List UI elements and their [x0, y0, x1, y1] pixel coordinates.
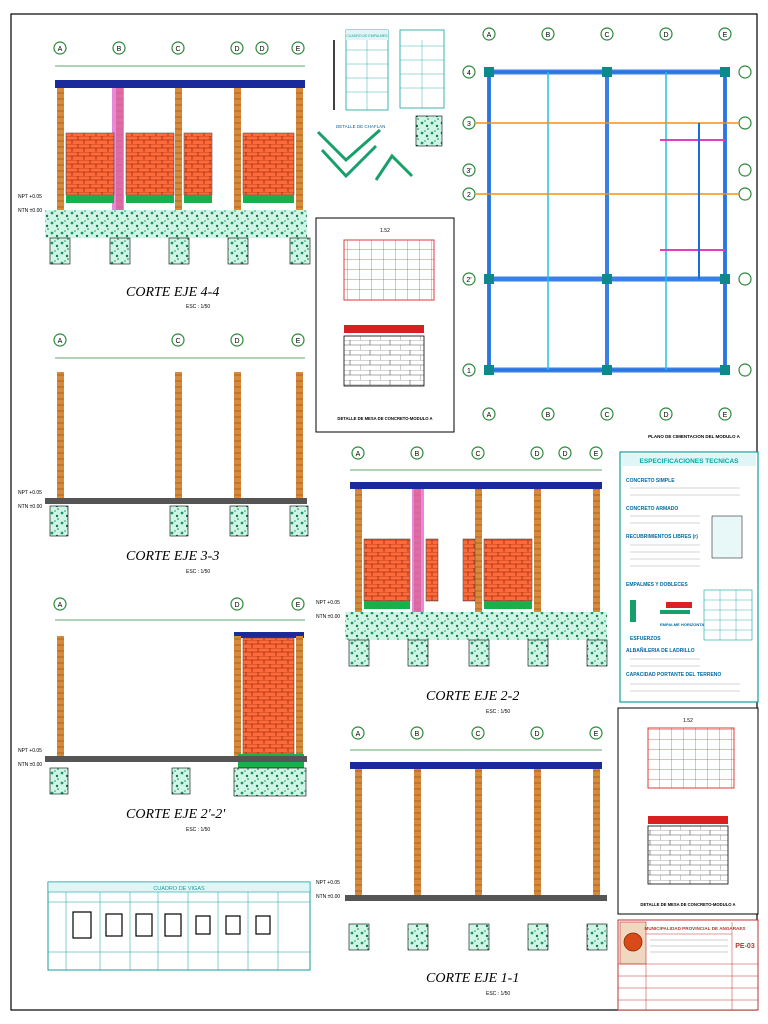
axis-label: D — [663, 412, 668, 419]
axis-label: D — [234, 602, 239, 609]
spec-heading: ALBAÑILERIA DE LADRILLO — [626, 647, 695, 654]
section-title: CORTE EJE 3-3 — [126, 549, 219, 564]
axis-label: D — [663, 32, 668, 39]
axis-label: A — [356, 451, 361, 458]
specs-title: ESPECIFICACIONES TECNICAS — [640, 458, 740, 465]
table-dim: 1.52 — [683, 718, 693, 724]
axis-label: D — [534, 451, 539, 458]
axis-label: E — [296, 338, 301, 345]
axis-label: D — [234, 338, 239, 345]
splice-table-title: CUADRO DE EMPALMES — [346, 34, 388, 38]
entity-name: MUNICIPALIDAD PROVINCIAL DE ANGARAES — [645, 926, 746, 931]
axis-label: 2 — [467, 192, 471, 199]
axis-label: C — [475, 731, 480, 738]
axis-label: E — [723, 32, 728, 39]
axis-label: B — [117, 46, 122, 53]
section-corte-2p-2p: A D E NPT +0.05 NTN ±0.00 CORTE EJE 2'-2… — [18, 597, 307, 833]
axis-label: A — [487, 32, 492, 39]
axis-label: A — [356, 731, 361, 738]
axis-label: E — [723, 412, 728, 419]
level-ntn: NTN ±0.00 — [18, 762, 42, 768]
axis-label: C — [475, 451, 480, 458]
axis-label: A — [58, 46, 63, 53]
level-ntn: NTN ±0.00 — [18, 208, 42, 214]
section-scale: ESC : 1/50 — [186, 569, 210, 575]
spec-heading: RECUBRIMIENTOS LIBRES (r) — [626, 534, 698, 540]
axis-label: A — [58, 602, 63, 609]
level-npt: NPT +0.05 — [18, 490, 42, 496]
axis-label: B — [415, 731, 420, 738]
section-title: CORTE EJE 4-4 — [126, 285, 219, 300]
axis-label: D — [234, 46, 239, 53]
beam-schedule: CUADRO DE VIGAS — [47, 881, 311, 971]
level-ntn: NTN ±0.00 — [316, 614, 340, 620]
sheet-number: PE-03 — [735, 943, 755, 950]
axis-label: E — [594, 731, 599, 738]
level-npt: NPT +0.05 — [316, 880, 340, 886]
title-block: MUNICIPALIDAD PROVINCIAL DE ANGARAES PE-… — [617, 919, 759, 1011]
chaflan-title: DETALLE DE CHAFLAN — [336, 124, 385, 129]
section-scale: ESC : 1/50 — [486, 709, 510, 715]
technical-specs: ESPECIFICACIONES TECNICAS CONCRETO SIMPL… — [619, 451, 759, 703]
section-corte-1-1: A B C D E NPT +0.05 NTN ±0.00 CORTE EJE … — [316, 726, 608, 997]
axis-label: D — [562, 451, 567, 458]
foundation-plan: A B C D E A B C D E 4 3 3' 2 2' 1 — [462, 27, 752, 439]
spec-heading: ESFUERZOS — [630, 636, 661, 642]
section-scale: ESC : 1/50 — [186, 827, 210, 833]
section-title: CORTE EJE 2'-2' — [126, 807, 226, 822]
section-scale: ESC : 1/50 — [486, 991, 510, 997]
level-ntn: NTN ±0.00 — [18, 504, 42, 510]
axis-label: E — [296, 46, 301, 53]
axis-label: 4 — [467, 70, 471, 77]
axis-label: C — [175, 338, 180, 345]
table-detail-title: DETALLE DE MESA DE CONCRETO-MODULO A — [337, 416, 432, 421]
level-ntn: NTN ±0.00 — [316, 894, 340, 900]
axis-label: C — [175, 46, 180, 53]
section-corte-4-4: A B C D D E — [18, 41, 311, 310]
axis-label: A — [58, 338, 63, 345]
axis-label: 3 — [467, 121, 471, 128]
spec-heading: EMPALMES Y DOBLECES — [626, 582, 688, 588]
section-corte-3-3: A C D E NPT +0.05 NTN ±0.00 CORTE EJE 3-… — [18, 333, 309, 575]
axis-label: B — [546, 412, 551, 419]
beam-schedule-title: CUADRO DE VIGAS — [153, 886, 205, 892]
axis-label: B — [415, 451, 420, 458]
level-npt: NPT +0.05 — [316, 600, 340, 606]
axis-label: 3' — [466, 168, 471, 175]
spec-heading: CONCRETO SIMPLE — [626, 478, 675, 484]
section-corte-2-2: A B C D D E NPT +0.05 NTN — [316, 446, 608, 715]
table-dim: 1.52 — [380, 228, 390, 234]
table-detail-bottom: 1.52 DETALLE DE MESA DE CONCRETO-MODULO … — [617, 707, 759, 915]
axis-label: B — [546, 32, 551, 39]
plan-title: PLANO DE CIMENTACION DEL MODULO A — [648, 434, 740, 439]
axis-label: D — [259, 46, 264, 53]
axis-label: E — [594, 451, 599, 458]
section-title: CORTE EJE 2-2 — [426, 689, 519, 704]
level-npt: NPT +0.05 — [18, 194, 42, 200]
axis-label: C — [604, 412, 609, 419]
axis-label: 1 — [467, 368, 471, 375]
spec-heading: CAPACIDAD PORTANTE DEL TERRENO — [626, 672, 721, 678]
level-npt: NPT +0.05 — [18, 748, 42, 754]
table-detail-top: 1.52 DETALLE DE MESA DE CONCRETO-MODULO … — [315, 217, 455, 433]
spec-heading: CONCRETO ARMADO — [626, 506, 678, 512]
section-scale: ESC : 1/50 — [186, 304, 210, 310]
axis-label: E — [296, 602, 301, 609]
axis-label: C — [604, 32, 609, 39]
axis-label: 2' — [466, 277, 471, 284]
axis-label: D — [534, 731, 539, 738]
axis-label: A — [487, 412, 492, 419]
splice-detail: CUADRO DE EMPALMES DETALLE DE CHAFLAN — [316, 29, 445, 181]
spec-label: EMPALME HORIZONTAL — [660, 622, 707, 627]
section-title: CORTE EJE 1-1 — [426, 971, 519, 986]
table-detail-title: DETALLE DE MESA DE CONCRETO-MODULO A — [640, 902, 735, 907]
